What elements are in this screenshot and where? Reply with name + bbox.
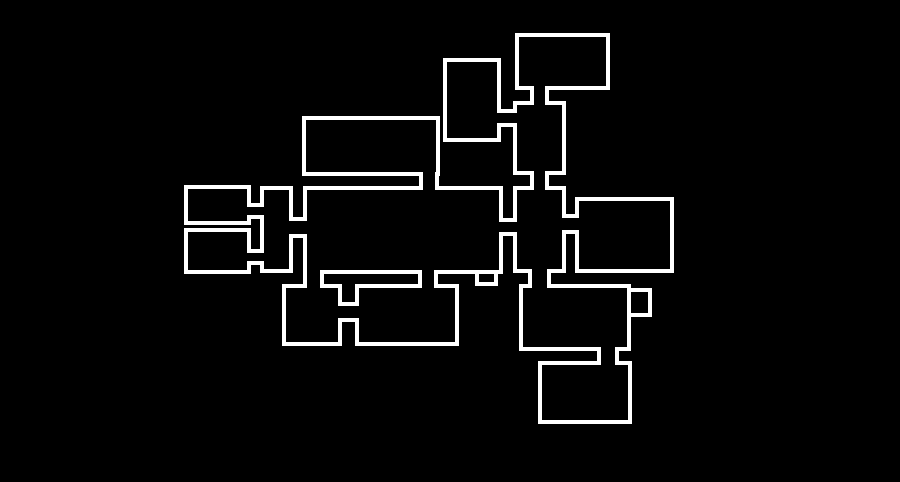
room-main[interactable] — [303, 186, 503, 274]
room-bottom-left[interactable] — [282, 284, 342, 346]
room-top-right[interactable] — [515, 33, 610, 90]
room-right-narrow[interactable] — [513, 186, 566, 273]
room-left-top-small[interactable] — [184, 185, 251, 225]
room-bottom-most[interactable] — [538, 361, 632, 424]
door-connector — [497, 109, 517, 127]
door-connector — [528, 269, 551, 288]
room-right[interactable] — [575, 197, 674, 273]
door-connector — [338, 302, 359, 322]
door-connector — [289, 217, 307, 238]
door-connector — [247, 249, 264, 265]
door-connector — [247, 203, 264, 219]
door-connector — [530, 86, 549, 105]
door-connector — [562, 214, 579, 234]
door-connector — [499, 218, 517, 236]
door-connector — [530, 171, 549, 190]
door-connector — [418, 270, 438, 288]
room-upper-left-wide[interactable] — [302, 116, 440, 176]
room-bottom-right[interactable] — [519, 284, 631, 351]
room-upper-hall[interactable] — [513, 101, 566, 175]
room-bottom-right-small[interactable] — [627, 288, 652, 317]
room-left-bottom-small[interactable] — [184, 228, 251, 274]
room-closet[interactable] — [475, 270, 498, 286]
door-connector — [419, 172, 439, 190]
room-tall-top[interactable] — [443, 58, 501, 142]
room-bottom-middle[interactable] — [355, 284, 459, 346]
door-connector — [597, 347, 619, 365]
door-connector — [303, 270, 324, 288]
